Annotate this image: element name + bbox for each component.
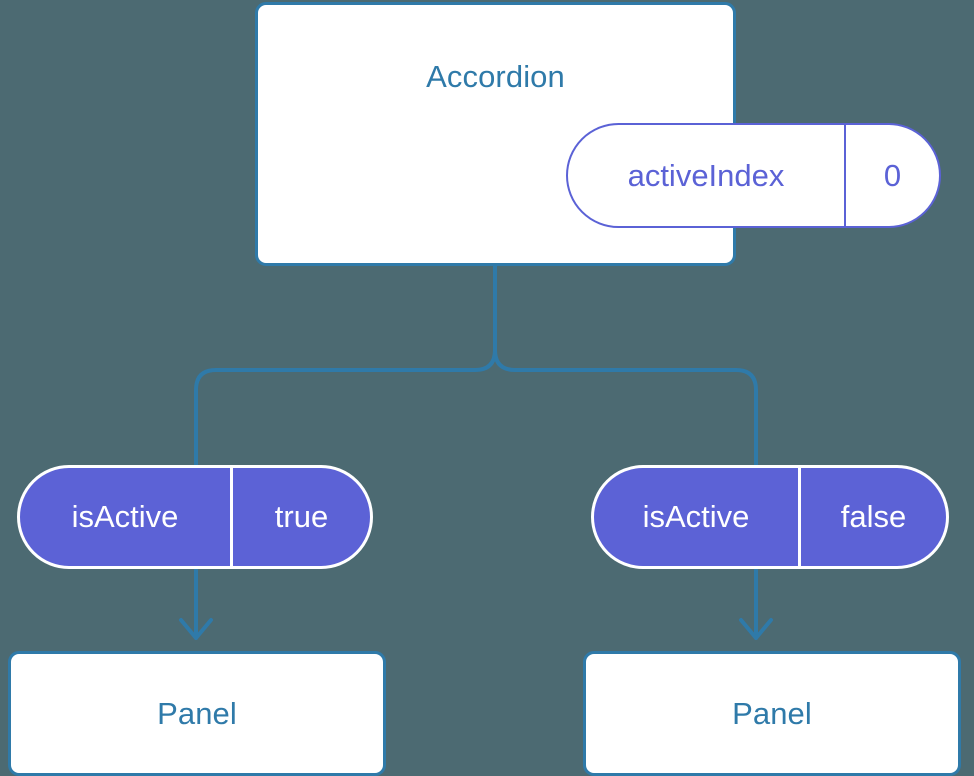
- panel-component-card-right[interactable]: Panel: [583, 651, 961, 776]
- prop-key-label: isActive: [20, 468, 233, 566]
- panel-title: Panel: [732, 696, 812, 731]
- arrow-head-right-icon: [739, 618, 773, 640]
- state-pill-active-index[interactable]: activeIndex 0: [566, 123, 941, 228]
- panel-component-card-left[interactable]: Panel: [8, 651, 386, 776]
- arrow-head-left-icon: [179, 618, 213, 640]
- connector-trunk-split: [194, 264, 497, 468]
- accordion-component-card[interactable]: Accordion activeIndex 0: [255, 2, 941, 266]
- connector-trunk-split-right: [493, 264, 758, 468]
- prop-pill-is-active-true[interactable]: isActive true: [17, 465, 373, 569]
- prop-value-label: true: [274, 499, 329, 534]
- state-value-label: 0: [883, 157, 902, 193]
- state-key-label: activeIndex: [568, 125, 846, 226]
- prop-key-label: isActive: [594, 468, 801, 566]
- panel-title: Panel: [157, 696, 237, 731]
- prop-pill-is-active-false[interactable]: isActive false: [591, 465, 949, 569]
- accordion-title: Accordion: [426, 59, 565, 94]
- prop-value-label: false: [840, 499, 907, 534]
